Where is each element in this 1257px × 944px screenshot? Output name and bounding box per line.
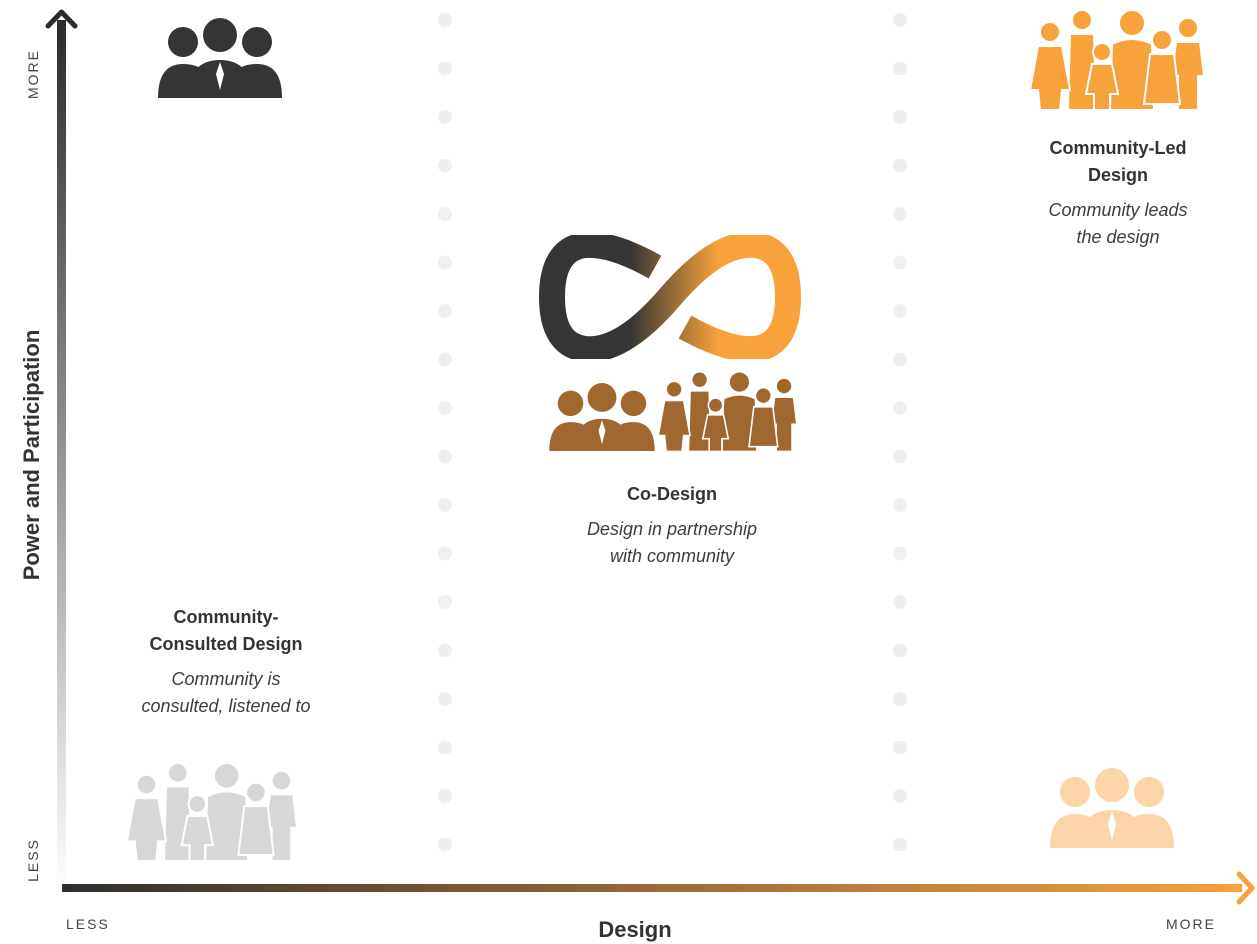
separator-dot: [893, 352, 907, 367]
separator-dot: [438, 61, 452, 76]
separator-dot: [438, 449, 452, 464]
separator-dot: [893, 61, 907, 76]
separator-dot: [893, 789, 907, 803]
separator-dot: [438, 352, 452, 367]
x-axis-more-label: MORE: [1166, 916, 1216, 932]
y-axis-line: [57, 20, 66, 892]
separator-dot: [893, 837, 907, 852]
community-family-group-icon: [125, 762, 299, 862]
professionals-group-icon: [549, 383, 655, 451]
separator-dot: [893, 546, 907, 561]
separator-dot: [438, 692, 452, 706]
separator-dot: [438, 498, 452, 512]
x-axis-less-label: LESS: [66, 916, 110, 932]
y-axis-more-label: MORE: [25, 49, 41, 99]
separator-dot: [438, 595, 452, 609]
separator-dot: [438, 255, 452, 270]
separator-dot: [438, 837, 452, 852]
x-axis-arrowhead: [1236, 871, 1255, 905]
community-consulted-design-description: Community is consulted, listened to: [141, 669, 311, 716]
x-axis-line: [62, 884, 1242, 892]
community-led-design-block: Community-Led Design Community leads the…: [1000, 135, 1236, 251]
separator-dot: [438, 401, 452, 415]
separator-dot: [438, 304, 452, 318]
community-led-design-title: Community-Led Design: [1049, 138, 1187, 185]
separator-dot: [893, 401, 907, 415]
y-axis-label: Power and Participation: [19, 329, 44, 581]
separator-dot: [893, 158, 907, 173]
separator-dot: [438, 110, 452, 124]
co-design-description: Design in partnership with community: [586, 519, 758, 566]
separator-dot: [893, 304, 907, 318]
separator-dot: [893, 13, 907, 27]
co-design-title: Co-Design: [627, 484, 717, 504]
x-axis-label: Design: [598, 917, 672, 942]
separator-dot: [438, 789, 452, 803]
separator-dot: [893, 207, 907, 221]
separator-dot: [893, 498, 907, 512]
separator-dot: [893, 740, 907, 755]
community-consulted-design-block: Community- Consulted Design Community is…: [100, 604, 352, 720]
professionals-group-icon: [1050, 768, 1174, 848]
infinity-icon: [539, 235, 801, 359]
separator-dot: [438, 207, 452, 221]
separator-dot: [893, 449, 907, 464]
separator-dot: [893, 110, 907, 124]
separator-dot: [893, 595, 907, 609]
community-family-group-icon: [657, 370, 798, 453]
community-consulted-design-title: Community- Consulted Design: [149, 607, 303, 654]
separator-dot: [438, 158, 452, 173]
community-led-design-description: Community leads the design: [1048, 200, 1188, 247]
separator-dot: [438, 643, 452, 658]
y-axis-arrowhead: [45, 9, 78, 29]
separator-dot: [438, 546, 452, 561]
co-design-block: Co-Design Design in partnership with com…: [532, 481, 812, 570]
separator-dot: [893, 643, 907, 658]
separator-dot: [438, 740, 452, 755]
y-axis-less-label: LESS: [25, 838, 41, 882]
community-family-group-icon: [1028, 9, 1206, 110]
separator-dot: [893, 255, 907, 270]
professionals-group-icon: [158, 18, 282, 98]
separator-dot: [893, 692, 907, 706]
separator-dot: [438, 13, 452, 27]
